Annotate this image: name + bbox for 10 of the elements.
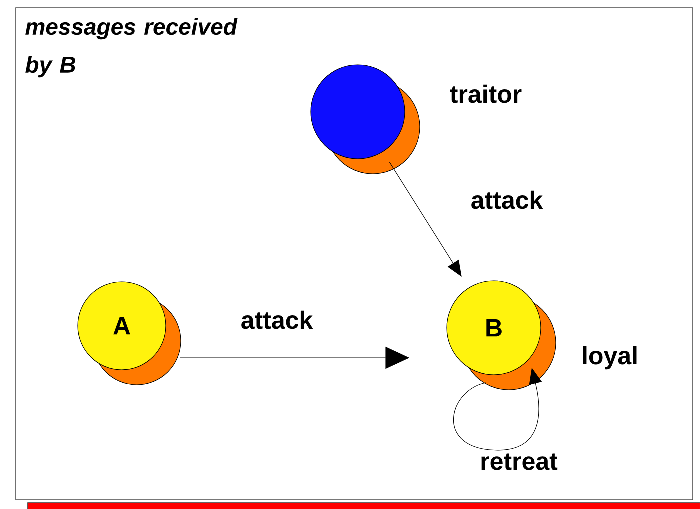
edge-label: attack xyxy=(470,190,544,210)
circle-node: A xyxy=(78,282,182,386)
edge-label: retreat xyxy=(479,452,559,472)
edge-label: attack xyxy=(240,310,314,330)
arrow xyxy=(389,162,462,277)
title: messages received by B xyxy=(26,18,238,78)
circle-node: B xyxy=(446,280,556,390)
circle-node xyxy=(310,64,420,174)
node-label: loyal xyxy=(583,346,637,370)
node-label: traitor xyxy=(450,84,522,104)
